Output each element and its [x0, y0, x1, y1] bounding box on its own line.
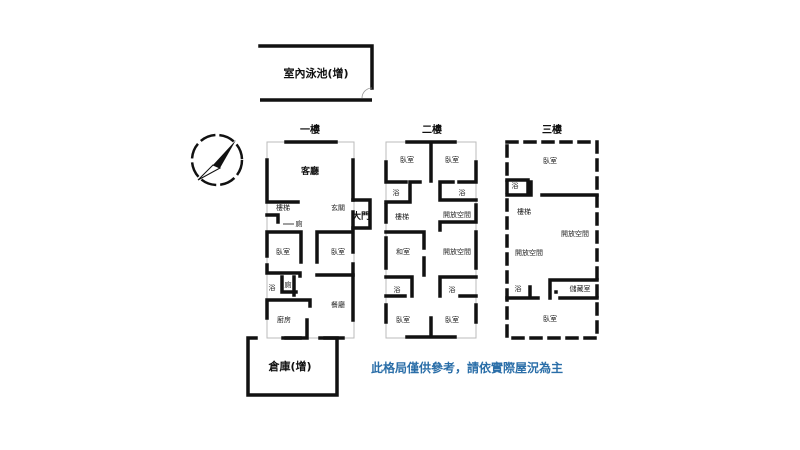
room-open-2: 開放空間 — [443, 247, 471, 256]
floor-3-title: 三樓 — [542, 123, 562, 136]
room-stairs-2: 樓梯 — [395, 212, 409, 221]
room-bedroom-bl: 臥室 — [396, 315, 410, 324]
compass-icon — [190, 133, 244, 187]
room-bedroom-tl: 臥室 — [400, 155, 414, 164]
storage-block: 倉庫(增) — [246, 336, 339, 397]
room-bath-tr: 浴 — [459, 188, 466, 197]
room-toilet: 廁 — [296, 219, 303, 228]
room-bath-tl: 浴 — [393, 188, 400, 197]
room-bedroom-bottom: 臥室 — [543, 314, 557, 323]
room-bath-bl: 浴 — [394, 285, 401, 294]
room-foyer: 玄關 — [331, 203, 345, 212]
room-bedroom-br: 臥室 — [445, 315, 459, 324]
floor-1-title: 一樓 — [300, 123, 320, 136]
room-stairs: 樓梯 — [276, 203, 290, 212]
room-stairs-3: 樓梯 — [517, 207, 531, 216]
room-bath-top: 浴 — [512, 181, 519, 190]
storage-label: 倉庫(增) — [267, 359, 311, 373]
room-bedroom-right: 臥室 — [331, 247, 345, 256]
floor-2: 二樓 臥室 臥室 浴 浴 樓梯 開放空間 和室 開放空間 浴 浴 臥室 臥室 — [384, 123, 478, 339]
room-kitchen: 廚房 — [277, 315, 291, 324]
pool-label: 室內泳池(增) — [283, 66, 348, 80]
pool-block: 室內泳池(增) — [258, 44, 374, 102]
floor-2-title: 二樓 — [422, 123, 442, 136]
room-storage: 儲藏室 — [570, 284, 591, 293]
disclaimer-note: 此格局僅供參考，請依實際屋況為主 — [371, 360, 563, 375]
floor-3: 三樓 臥室 浴 樓梯 開放空間 開放空間 浴 儲藏室 臥室 — [505, 123, 599, 340]
room-open-1: 開放空間 — [443, 210, 471, 219]
room-open-left: 開放空間 — [515, 248, 543, 257]
room-bath-br: 浴 — [449, 285, 456, 294]
room-open-right: 開放空間 — [561, 229, 589, 238]
room-japanese: 和室 — [396, 247, 410, 256]
room-bedroom-tr: 臥室 — [445, 155, 459, 164]
room-toilet-2: 廁 — [285, 280, 292, 289]
room-dining: 餐廳 — [331, 300, 345, 309]
main-door-label: 大門 — [352, 210, 370, 222]
floor-1: 一樓 樓梯 玄關 大門 客廳 廁 臥室 臥室 浴 廁 廚房 餐廳 — [265, 123, 372, 340]
room-bath-bottom: 浴 — [515, 284, 522, 293]
room-bath: 浴 — [269, 283, 276, 292]
room-bedroom-left: 臥室 — [276, 247, 290, 256]
room-bedroom-top: 臥室 — [543, 156, 557, 165]
room-living: 客廳 — [300, 165, 319, 177]
